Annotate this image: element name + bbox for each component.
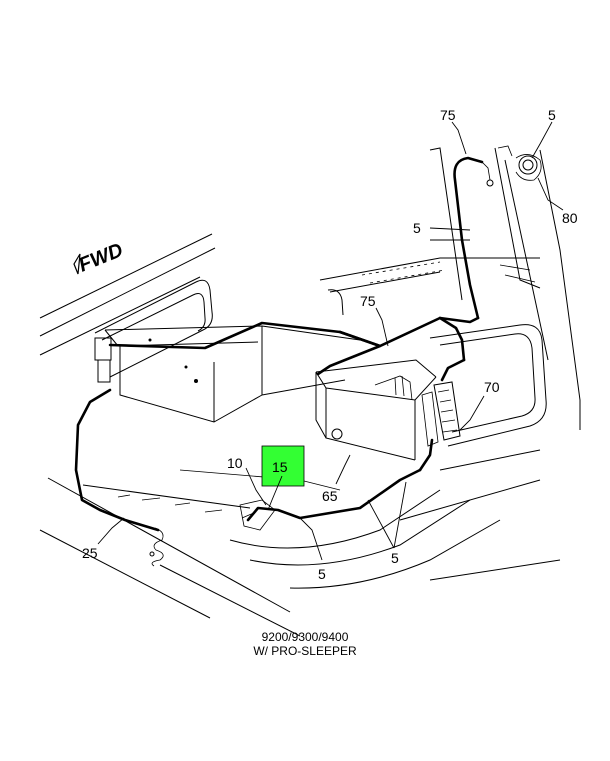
callout-10: 10	[227, 455, 243, 471]
callout-5-bottom-right: 5	[391, 550, 399, 566]
sleeper-body-outline	[39, 147, 581, 637]
callout-5-upper: 5	[413, 220, 421, 236]
callouts: 75 5 80 5 75 70 10 15 65 25 5 5	[82, 107, 578, 582]
callout-75-mid: 75	[360, 293, 376, 309]
callout-5-top: 5	[548, 107, 556, 123]
caption-variant: W/ PRO-SLEEPER	[253, 644, 357, 658]
module-70	[421, 381, 461, 447]
callout-75-top: 75	[440, 107, 456, 123]
fwd-indicator: FWD	[73, 239, 126, 277]
callout-80: 80	[562, 210, 578, 226]
leader-lines	[97, 121, 564, 561]
callout-65: 65	[322, 488, 338, 504]
fwd-label: FWD	[76, 239, 126, 276]
center-cabinet	[315, 359, 437, 461]
caption-models: 9200/9300/9400	[261, 630, 349, 644]
left-storage-box	[104, 325, 361, 423]
callout-5-bottom-left: 5	[318, 566, 326, 582]
callout-25: 25	[82, 545, 98, 561]
highlight-box-15	[261, 445, 305, 487]
callout-70: 70	[484, 379, 500, 395]
wire-harness	[74, 145, 542, 567]
callout-15: 15	[272, 459, 288, 475]
